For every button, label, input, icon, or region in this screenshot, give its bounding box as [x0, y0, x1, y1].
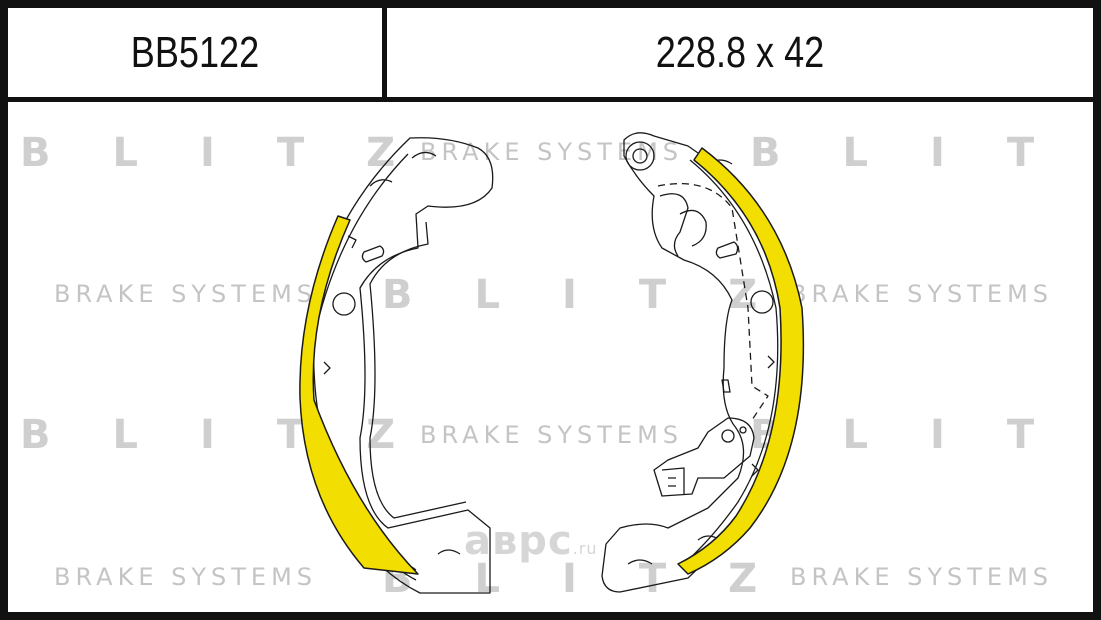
left-brake-shoe — [302, 137, 494, 594]
right-brake-shoe — [601, 132, 793, 593]
watermark-brand-row-3-right: BLITZ — [750, 412, 1097, 458]
watermark-brand-row-1-right: BLITZ — [750, 130, 1097, 176]
watermark-tagline-row-4-left: BRAKE SYSTEMS — [54, 563, 318, 591]
part-number: BB5122 — [130, 27, 260, 77]
site-watermark: аврс.ru — [464, 518, 597, 564]
watermark-tagline-row-4-right: BRAKE SYSTEMS — [790, 563, 1054, 591]
left-lining — [299, 215, 419, 575]
site-watermark-main: аврс — [464, 518, 573, 564]
watermark-tagline-row-2-left: BRAKE SYSTEMS — [54, 280, 318, 308]
watermark-tagline-row-3: BRAKE SYSTEMS — [420, 421, 684, 449]
header-table: BB5122 228.8 x 42 — [8, 8, 1093, 102]
site-watermark-tld: .ru — [572, 539, 598, 558]
brake-shoe-drawing — [299, 132, 805, 594]
right-lining — [677, 147, 805, 575]
watermark-brand-row-2: BLITZ — [382, 272, 820, 318]
watermark-tagline-row-2-right: BRAKE SYSTEMS — [790, 280, 1054, 308]
watermark-brand-row-1: BLITZ — [20, 130, 458, 176]
header-divider — [382, 8, 387, 97]
dimensions: 228.8 x 42 — [655, 27, 825, 77]
